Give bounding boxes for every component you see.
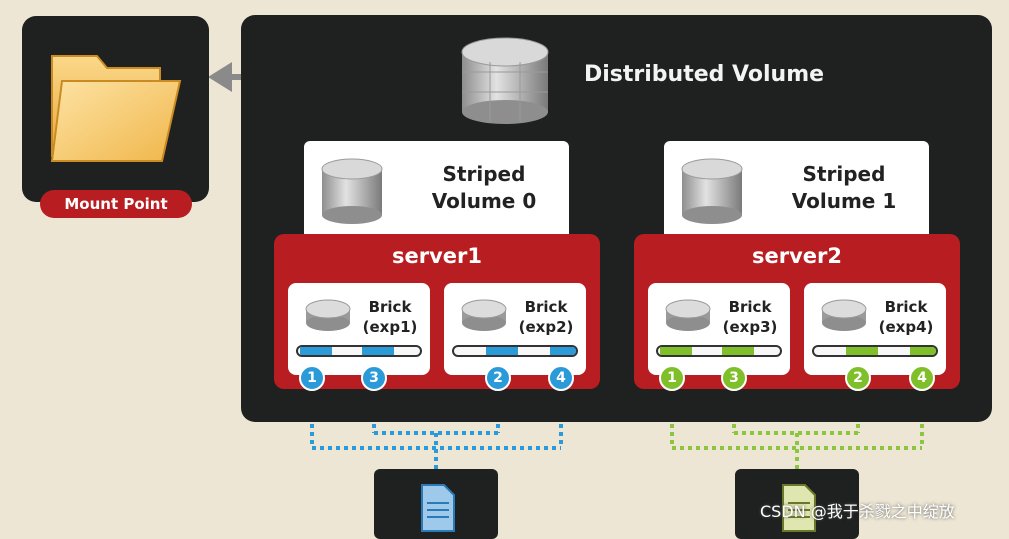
watermark: CSDN @我于杀戮之中绽放 [760,502,955,521]
disk-icon [461,299,507,331]
document-icon [421,484,455,532]
disk-icon [821,299,867,331]
chunk-marker: 3 [721,365,747,391]
brick-exp4-line2: (exp4) [878,318,934,336]
brick-exp4-line1: Brick [884,298,928,316]
brick-exp1-line1: Brick [368,298,412,316]
striped-volume-1-line2: Volume 1 [791,189,897,213]
mount-point-box [22,16,209,202]
disk-icon [665,299,711,331]
chunk-marker: 2 [845,365,871,391]
brick-exp1-card: Brick (exp1) [288,283,430,375]
brick-exp3-usage-bar [656,345,782,357]
chunk-marker: 1 [659,365,685,391]
chunk-marker: 1 [299,365,325,391]
chunk-marker: 4 [909,365,935,391]
file-box-right [735,469,859,539]
striped-volume-1-label: Striped Volume 1 [789,161,899,215]
striped-volume-0-line2: Volume 0 [431,189,537,213]
brick-exp3-label: Brick (exp3) [720,297,780,337]
brick-exp3-line1: Brick [728,298,772,316]
disk-icon [305,299,351,331]
brick-exp2-line1: Brick [524,298,568,316]
database-icon [681,158,743,224]
file-box-left [374,469,498,539]
brick-exp1-usage-bar [296,345,422,357]
brick-exp2-line2: (exp2) [518,318,574,336]
brick-exp4-usage-bar [812,345,938,357]
striped-volume-1-card: Striped Volume 1 [664,141,929,241]
brick-exp2-card: Brick (exp2) [444,283,586,375]
database-icon [321,158,383,224]
brick-exp2-label: Brick (exp2) [516,297,576,337]
brick-exp1-label: Brick (exp1) [360,297,420,337]
arrow-head-icon [208,62,232,92]
mount-point-label: Mount Point [40,190,192,218]
brick-exp2-usage-bar [452,345,578,357]
chunk-marker: 3 [361,365,387,391]
brick-exp3-line2: (exp3) [722,318,778,336]
brick-exp3-card: Brick (exp3) [648,283,790,375]
brick-exp4-label: Brick (exp4) [876,297,936,337]
striped-volume-1-line1: Striped [802,162,886,186]
folder-icon [50,55,182,162]
striped-volume-0-label: Striped Volume 0 [429,161,539,215]
server2-title: server2 [752,244,842,268]
server1-title: server1 [392,244,482,268]
distributed-volume-title: Distributed Volume [584,62,825,87]
chunk-marker: 2 [485,365,511,391]
chunk-marker: 4 [548,365,574,391]
brick-exp4-card: Brick (exp4) [804,283,946,375]
brick-exp1-line2: (exp1) [362,318,418,336]
document-icon [782,484,816,532]
striped-volume-0-card: Striped Volume 0 [304,141,569,241]
striped-volume-0-line1: Striped [442,162,526,186]
